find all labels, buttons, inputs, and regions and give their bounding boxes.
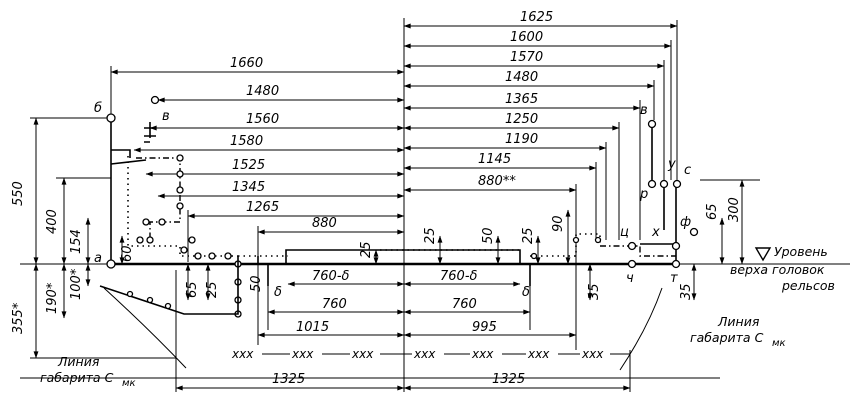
xxx-6: ххх <box>527 347 550 361</box>
gauge-outline-right <box>600 119 699 269</box>
point-v-right: в <box>640 103 648 118</box>
dim-1525: 1525 <box>232 158 265 173</box>
dim-1570: 1570 <box>510 50 543 65</box>
delta-left: δ <box>274 285 282 300</box>
dim-550: 550 <box>11 181 26 206</box>
dim-90: 90 <box>551 215 566 232</box>
dim-1480-r: 1480 <box>505 70 538 85</box>
dim-25-c1: 25 <box>359 241 374 258</box>
point-a: а <box>94 251 102 266</box>
xxx-4: ххх <box>413 347 436 361</box>
dim-100-star: 100* <box>69 268 84 300</box>
xxx-7: ххх <box>581 347 604 361</box>
point-f: ф <box>680 215 691 230</box>
dim-35-r: 35 <box>679 283 694 300</box>
dim-1560: 1560 <box>246 112 279 127</box>
dim-50: 50 <box>481 227 496 244</box>
dim-1325-r: 1325 <box>492 372 525 387</box>
level-label-line3: рельсов <box>781 278 835 293</box>
dim-25-r: 25 <box>521 227 536 244</box>
point-s: с <box>684 163 691 178</box>
gauge-right-line2: габарита С <box>690 330 764 345</box>
delta-right: δ <box>522 285 530 300</box>
level-triangle-icon <box>754 247 772 262</box>
level-label: Уровень верха головок рельсов <box>730 244 835 293</box>
dim-25-l: 25 <box>205 281 220 298</box>
dim-1345: 1345 <box>232 180 265 195</box>
dim-1625: 1625 <box>520 10 553 25</box>
dim-400: 400 <box>45 209 60 234</box>
point-ch: ч <box>626 271 634 286</box>
gauge-curve-left <box>103 287 187 369</box>
level-label-line2: верха головок <box>730 262 825 277</box>
point-r: р <box>639 187 648 202</box>
dim-lines-right <box>403 23 678 193</box>
gauge-caption-right: Линия габарита С мк <box>690 314 786 349</box>
xxx-1: ххх <box>231 347 254 361</box>
dim-texts-left: 1660 1480 1560 1580 1525 1345 1265 880 <box>230 56 337 231</box>
xxx-marks: ххх ххх ххх ххх ххх ххх ххх <box>231 347 630 361</box>
extension-lines <box>30 20 760 392</box>
gauge-right-sub: мк <box>772 338 786 349</box>
dim-880: 880 <box>312 216 337 231</box>
dim-texts-vertical: 550 400 154 60 100* 190* 355* 65 25 25 2… <box>11 181 742 334</box>
point-labels: а б в в р у с ц х ф ч т <box>94 101 691 286</box>
dim-995: 995 <box>472 320 497 335</box>
dim-texts-bottom: 50 δ 760-δ 760-δ δ 760 760 1015 995 1325… <box>249 269 530 387</box>
dim-1145: 1145 <box>478 152 511 167</box>
dim-760-l: 760 <box>322 297 347 312</box>
gauge-left-line1: Линия <box>57 354 100 369</box>
xxx-5: ххх <box>471 347 494 361</box>
dim-60: 60 <box>120 245 135 262</box>
dim-760-d-r: 760-δ <box>440 269 478 284</box>
dim-35-l: 35 <box>587 283 602 300</box>
dim-1325-l: 1325 <box>272 372 305 387</box>
dim-50-b: 50 <box>249 275 264 292</box>
point-b: б <box>94 101 102 116</box>
dim-355-star: 355* <box>11 302 26 334</box>
gauge-left-line2: габарита С <box>40 370 114 385</box>
gauge-curve-right <box>619 287 663 371</box>
dim-1190: 1190 <box>505 132 538 147</box>
gauge-caption-left: Линия габарита С мк <box>40 354 136 389</box>
dim-1580: 1580 <box>230 134 263 149</box>
dim-190-star: 190* <box>45 282 60 314</box>
point-ts: ц <box>620 225 629 240</box>
dim-1015: 1015 <box>296 320 329 335</box>
dim-1250: 1250 <box>505 112 538 127</box>
dim-1480-l: 1480 <box>246 84 279 99</box>
gauge-right-line1: Линия <box>717 314 760 329</box>
track-detail <box>238 233 602 286</box>
dim-65-r: 65 <box>705 203 720 220</box>
dim-25-c2: 25 <box>423 227 438 244</box>
dim-65-l: 65 <box>185 281 200 298</box>
xxx-2: ххх <box>291 347 314 361</box>
dim-1365: 1365 <box>505 92 538 107</box>
dim-1660: 1660 <box>230 56 263 71</box>
dim-texts-top: 1625 1600 1570 1480 1365 1250 1190 1145 … <box>478 10 553 189</box>
dim-760-d-l: 760-δ <box>312 269 350 284</box>
dim-760-r: 760 <box>452 297 477 312</box>
dim-1600: 1600 <box>510 30 543 45</box>
point-t: т <box>670 271 678 286</box>
gauge-left-sub: мк <box>122 378 136 389</box>
dim-880-star: 880** <box>478 174 516 189</box>
dim-lines-left <box>110 69 405 235</box>
bottom-dims <box>175 281 631 391</box>
xxx-3: ххх <box>351 347 374 361</box>
dim-154: 154 <box>69 229 84 254</box>
gauge-outline-left <box>99 95 242 318</box>
point-v-left: в <box>162 109 170 124</box>
point-u: у <box>667 157 676 172</box>
dim-1265: 1265 <box>246 200 279 215</box>
level-label-line1: Уровень <box>774 244 828 259</box>
point-kh: х <box>651 225 660 240</box>
dim-300: 300 <box>727 197 742 222</box>
